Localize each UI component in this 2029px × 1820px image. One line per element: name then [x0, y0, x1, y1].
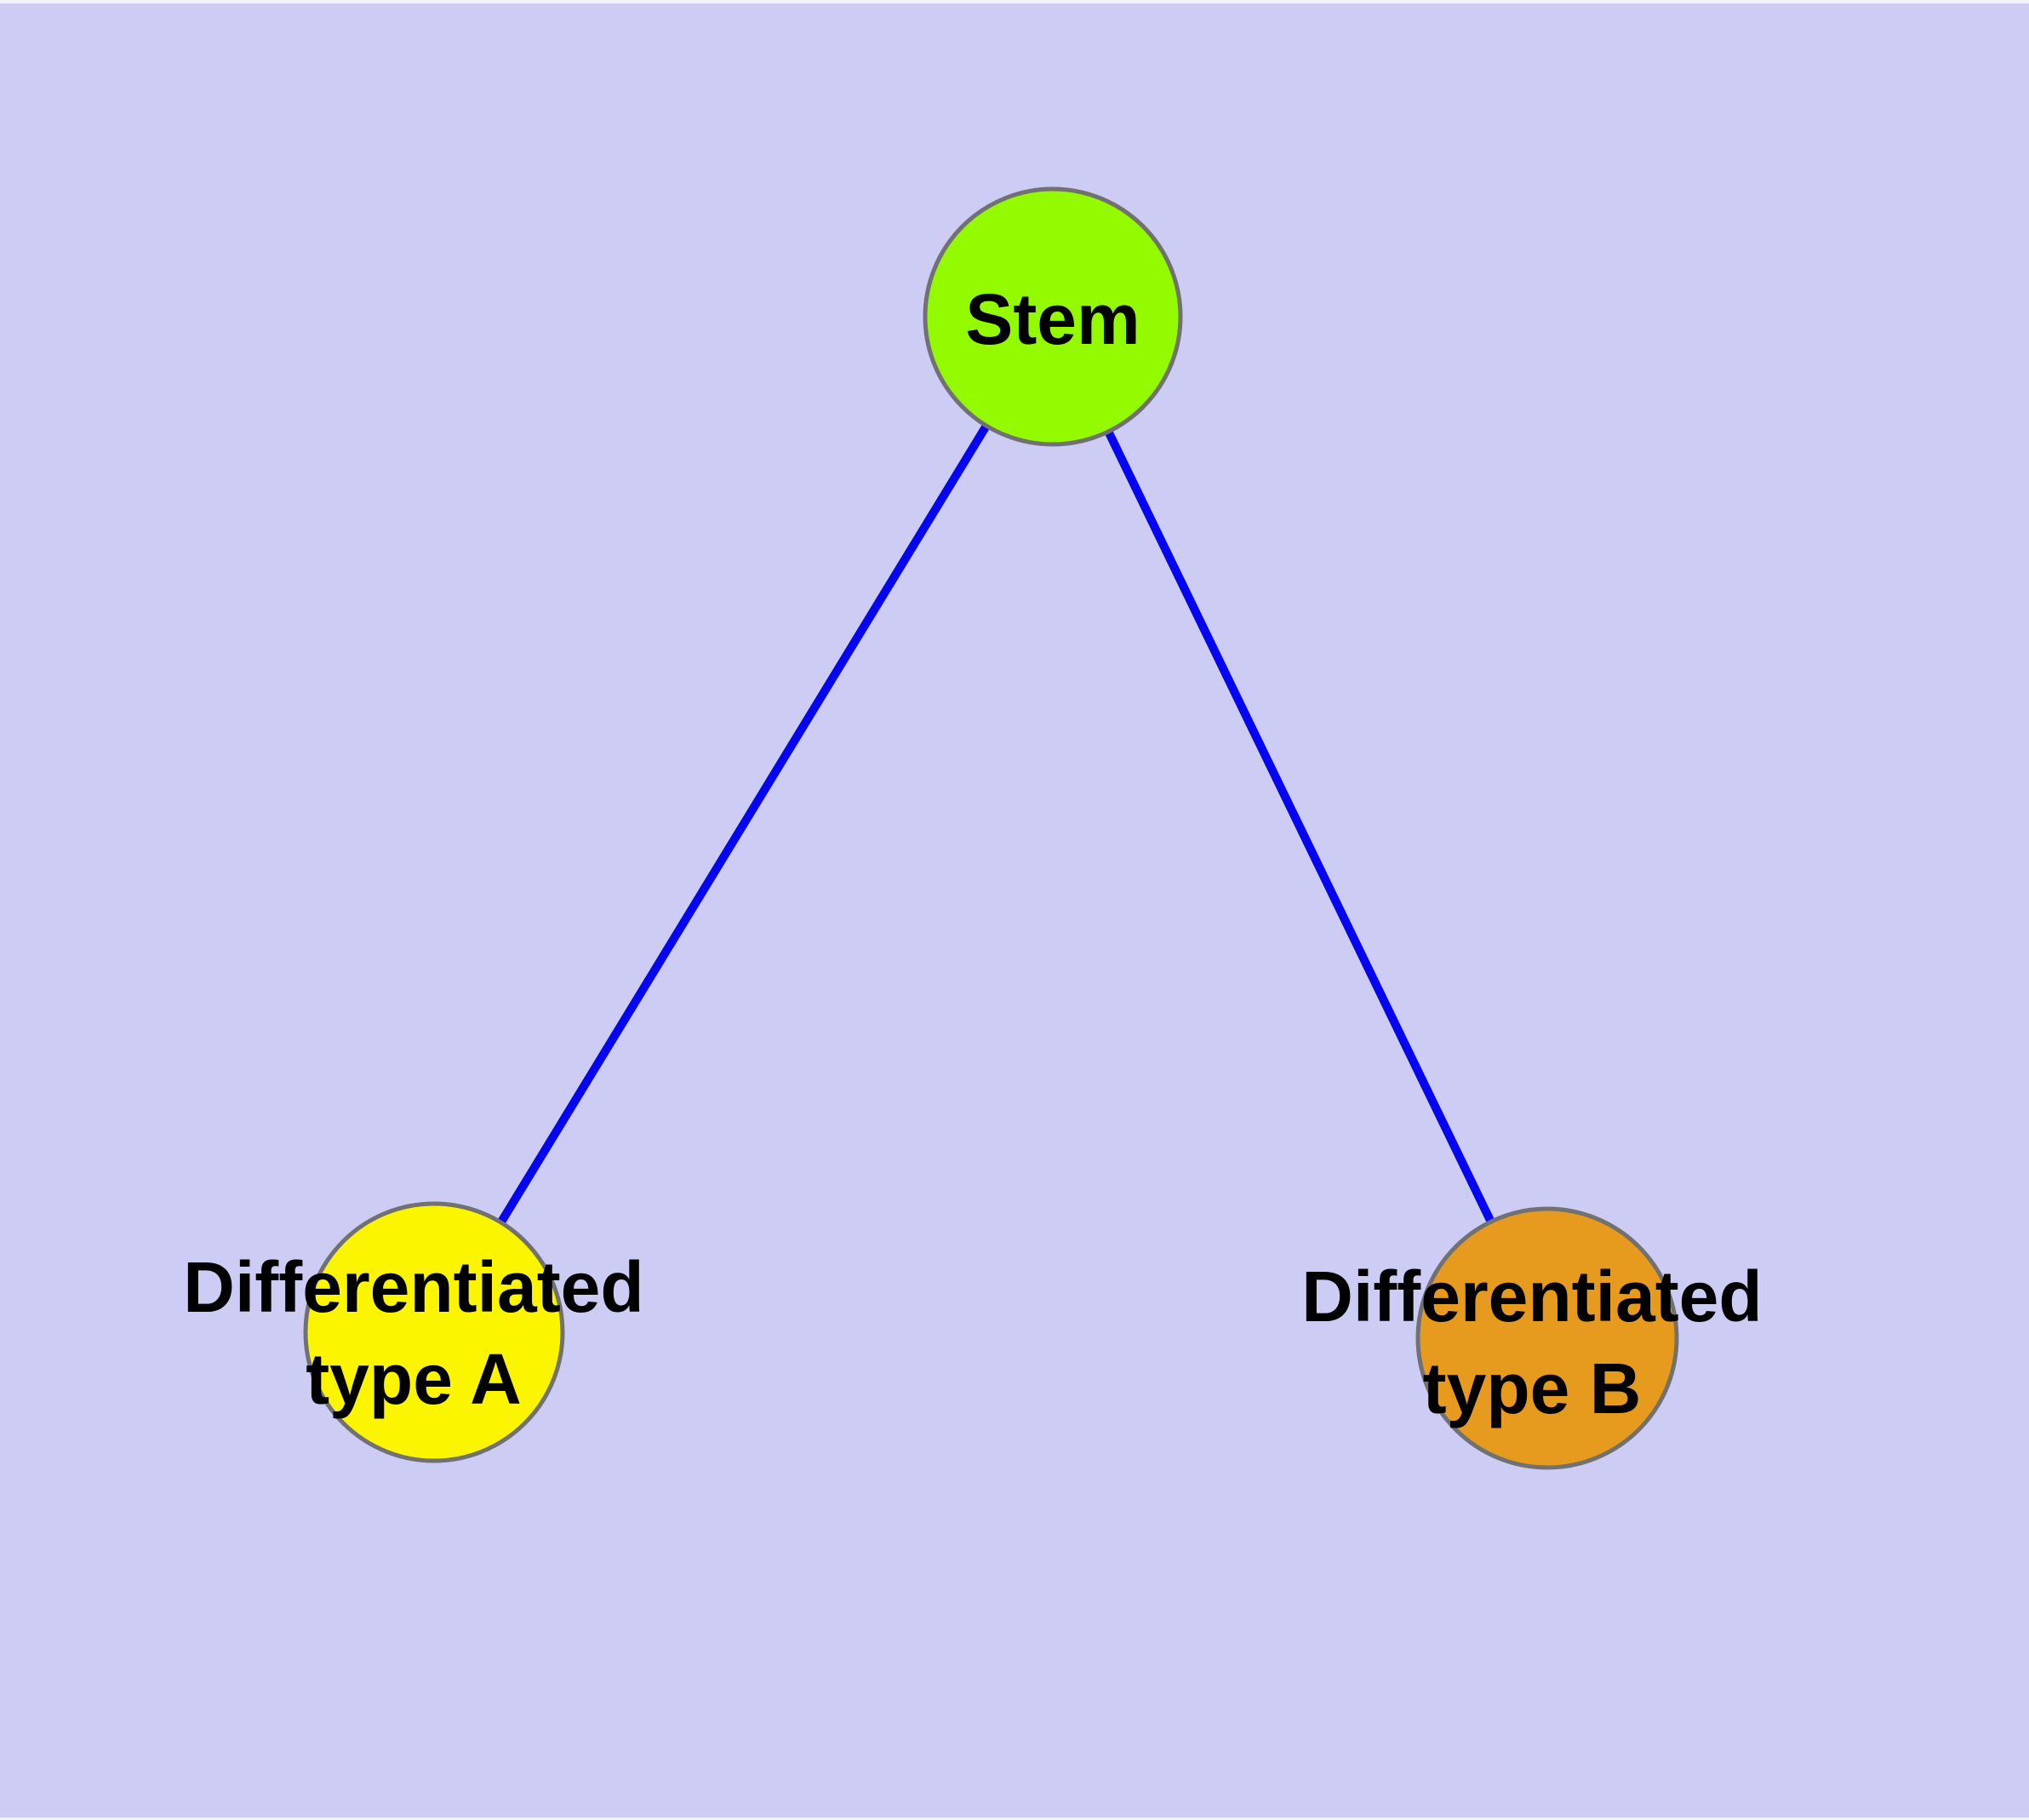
node-differentiated-type-a — [303, 1201, 565, 1463]
node-differentiated-type-b — [1415, 1206, 1679, 1470]
node-label-stem: Stem — [965, 273, 1140, 365]
node-label-stem-line1: Stem — [965, 279, 1140, 359]
window-edge-bottom — [0, 1817, 2029, 1820]
node-label-type-b-line1: Differentiated — [1301, 1256, 1763, 1336]
node-label-differentiated-type-a: Differentiated type A — [183, 1241, 643, 1425]
edge-stem-to-type-a — [430, 314, 1057, 1335]
node-stem — [923, 186, 1183, 447]
window-edge-top — [0, 0, 2029, 3]
node-label-type-b-line2: type B — [1422, 1348, 1642, 1428]
node-label-type-a-line1: Differentiated — [183, 1247, 644, 1327]
edge-stem-to-type-b — [1049, 314, 1552, 1341]
node-label-differentiated-type-b: Differentiated type B — [1301, 1251, 1762, 1434]
node-label-type-a-line2: type A — [306, 1339, 522, 1419]
